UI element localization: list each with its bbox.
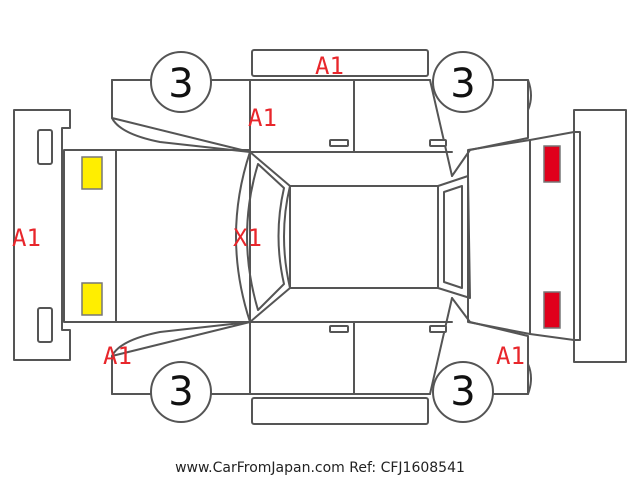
rear-window-outline — [437, 175, 471, 299]
wheel-front-bottom — [150, 361, 212, 423]
wheel-rear-bottom — [432, 361, 494, 423]
roof-outline — [289, 185, 439, 289]
bottom-side-lower — [111, 355, 532, 395]
mark-front-bumper: A1 — [12, 224, 41, 252]
windshield-inner — [246, 163, 285, 311]
front-bumper-slot-top — [37, 129, 53, 165]
wheel-score-rear-top: 3 — [450, 61, 475, 107]
rear-window-inner — [443, 185, 463, 289]
wheel-score-rear-bottom: 3 — [450, 369, 475, 415]
bottom-door-handle-rear — [429, 325, 447, 333]
wheel-front-top — [150, 51, 212, 113]
rear-deck-outline — [467, 139, 531, 335]
bottom-door-handle-front — [329, 325, 349, 333]
mark-roof: A1 — [315, 52, 344, 80]
rear-panel-outline — [529, 131, 575, 341]
tail-lamp-bottom — [543, 291, 561, 329]
wheel-rear-top — [432, 51, 494, 113]
wheel-score-front-top: 3 — [168, 61, 193, 107]
footer-reference: www.CarFromJapan.com Ref: CFJ1608541 — [175, 460, 465, 476]
wheel-score-front-bottom: 3 — [168, 369, 193, 415]
top-roof-strip — [251, 49, 429, 77]
top-side-body — [111, 79, 529, 177]
top-side-lower — [111, 79, 532, 119]
front-bumper-outline — [13, 109, 71, 361]
top-doors — [249, 79, 453, 177]
front-bumper-slot-bottom — [37, 307, 53, 343]
top-door-handle-rear — [429, 139, 447, 147]
top-door-handle-front — [329, 139, 349, 147]
mark-rear-right-lower: A1 — [496, 342, 525, 370]
headlamp-bottom — [81, 282, 103, 316]
mark-front-left-lower: A1 — [103, 342, 132, 370]
tail-lamp-top — [543, 145, 561, 183]
rear-bumper-outline — [573, 109, 627, 363]
hood-outline — [63, 149, 251, 323]
bottom-doors — [249, 297, 453, 395]
mark-pillar-left-top: A1 — [248, 104, 277, 132]
bottom-side-body — [111, 297, 529, 395]
headlamp-top — [81, 156, 103, 190]
bottom-roof-strip — [251, 397, 429, 425]
mark-windshield: X1 — [233, 224, 262, 252]
